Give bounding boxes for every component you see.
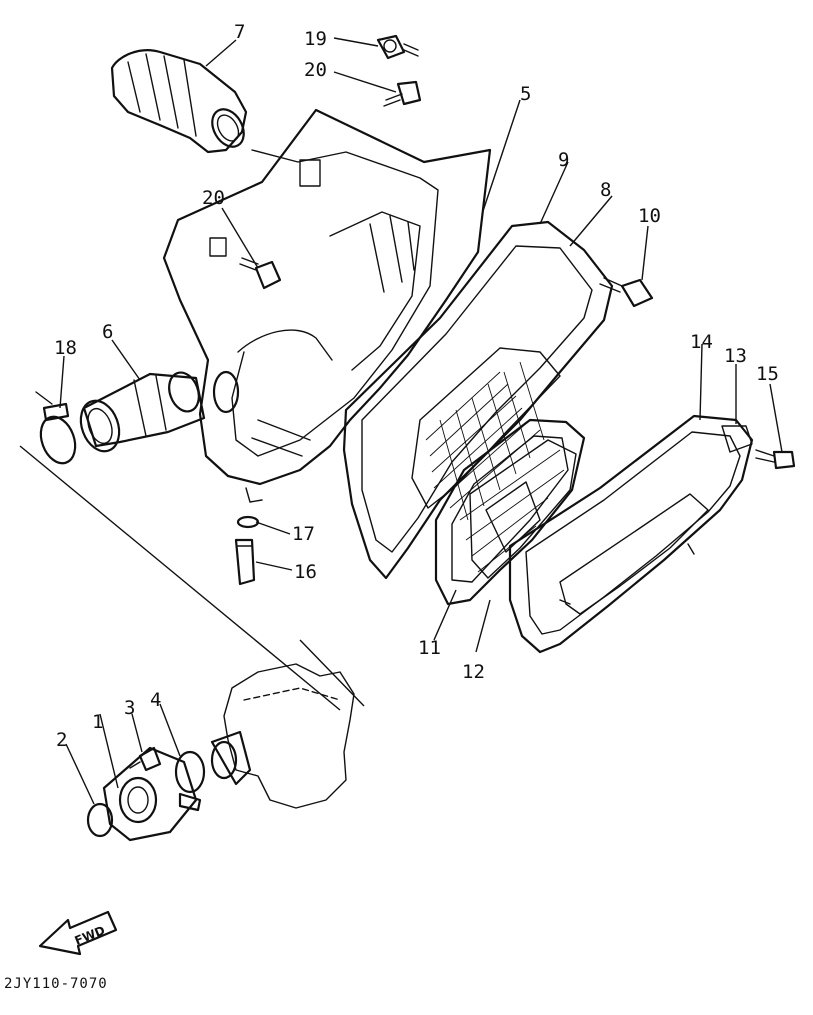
part-20-screw-upper <box>383 80 422 107</box>
callout-1: 1 <box>92 711 103 733</box>
part-19-screw <box>376 34 419 60</box>
callout-5: 5 <box>520 83 531 105</box>
part-3-bolt <box>129 746 162 772</box>
part-10-screw <box>599 277 654 308</box>
callout-8: 8 <box>600 179 611 201</box>
callout-20-top: 20 <box>304 59 327 81</box>
part-15-screw <box>755 449 796 470</box>
part-14-cover-plate <box>508 414 754 654</box>
callout-14: 14 <box>690 331 713 353</box>
callout-16: 16 <box>294 561 317 583</box>
part-4-clamp <box>174 750 206 812</box>
callout-17: 17 <box>292 523 315 545</box>
diagram-code: 2JY110-7070 <box>4 976 108 992</box>
callout-15: 15 <box>756 363 779 385</box>
part-17-clip <box>236 515 260 529</box>
part-16-drain-tube <box>234 538 256 586</box>
part-18-hose-clamp <box>35 391 77 465</box>
part-6-carburetor-joint <box>79 371 206 453</box>
callout-20-mid: 20 <box>202 187 225 209</box>
part-2-o-ring <box>86 802 114 838</box>
callout-labels: 7 19 20 5 9 8 10 20 6 18 14 13 15 17 16 … <box>54 21 779 751</box>
callout-11: 11 <box>418 637 441 659</box>
fwd-label: FWD <box>73 923 107 948</box>
callout-4: 4 <box>150 689 161 711</box>
part-20-screw-lower <box>239 257 282 290</box>
fwd-arrow-icon <box>38 910 118 956</box>
engine-outline <box>223 663 355 809</box>
alignment-line-2 <box>299 639 365 707</box>
callout-3: 3 <box>124 697 135 719</box>
leader-lines <box>59 37 783 805</box>
callout-6: 6 <box>102 321 113 343</box>
callout-9: 9 <box>558 149 569 171</box>
part-7-intake-duct <box>110 49 248 154</box>
callout-10: 10 <box>638 205 661 227</box>
part-5-air-filter-case <box>162 108 492 503</box>
alignment-line <box>19 445 341 711</box>
callout-2: 2 <box>56 729 67 751</box>
part-12-filter-frame <box>469 439 577 579</box>
part-9-case-cover <box>342 220 614 580</box>
callout-13: 13 <box>724 345 747 367</box>
callout-12: 12 <box>462 661 485 683</box>
callout-7: 7 <box>234 21 245 43</box>
callout-19: 19 <box>304 28 327 50</box>
part-13-seal <box>721 425 753 453</box>
fwd-direction-arrow: FWD <box>38 910 118 956</box>
part-11-filter-element <box>434 418 586 606</box>
callout-18: 18 <box>54 337 77 359</box>
